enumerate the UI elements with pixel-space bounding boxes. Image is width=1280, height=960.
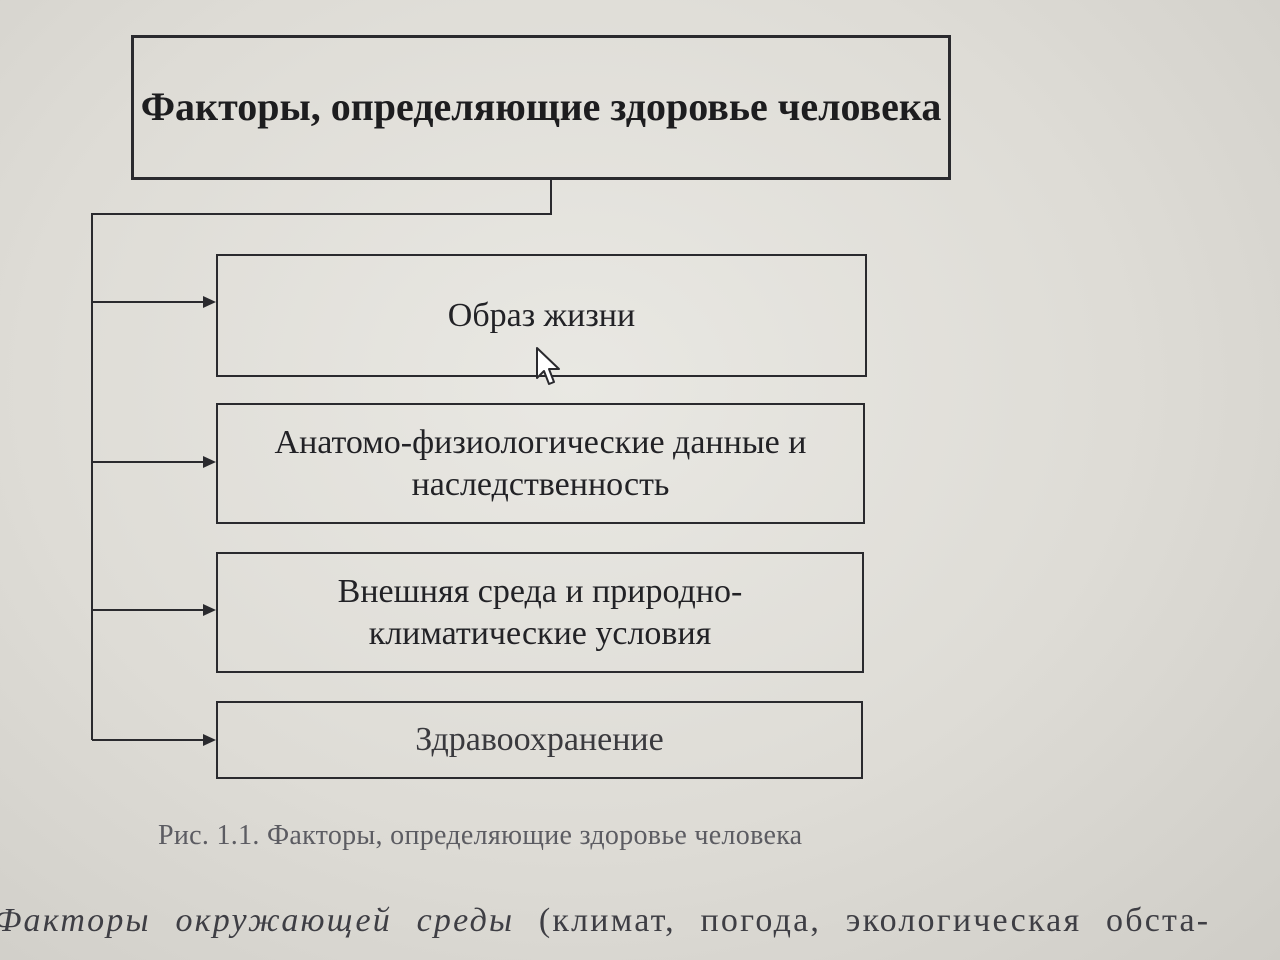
arrowhead-4 [203,734,216,746]
factor-label: Анатомо-физиологические данные и наследс… [274,424,807,503]
arrowhead-1 [203,296,216,308]
body-regular-text: (климат, погода, экологическая обста- [514,902,1211,939]
factor-box-healthcare: Здравоохранение [216,701,863,779]
factor-box-environment: Внешняя среда и природно-климатические у… [216,552,864,673]
diagram-title: Факторы, определяющие здоровье человека [140,84,942,130]
diagram-title-box: Факторы, определяющие здоровье человека [131,35,951,180]
body-paragraph: Факторы окружающей среды (климат, погода… [0,902,1210,940]
factor-box-heredity: Анатомо-физиологические данные и наследс… [216,403,865,524]
mouse-pointer-icon [536,347,560,385]
factor-box-lifestyle: Образ жизни [216,254,867,377]
factor-label: Здравоохранение [415,721,664,759]
figure-caption: Рис. 1.1. Факторы, определяющие здоровье… [158,820,803,851]
body-italic-text: Факторы окружающей среды [0,902,515,939]
arrowhead-2 [203,456,216,468]
arrowhead-3 [203,604,216,616]
factor-label: Внешняя среда и природно-климатические у… [337,573,743,652]
trunk-connector [91,180,552,740]
factor-label: Образ жизни [447,296,636,334]
